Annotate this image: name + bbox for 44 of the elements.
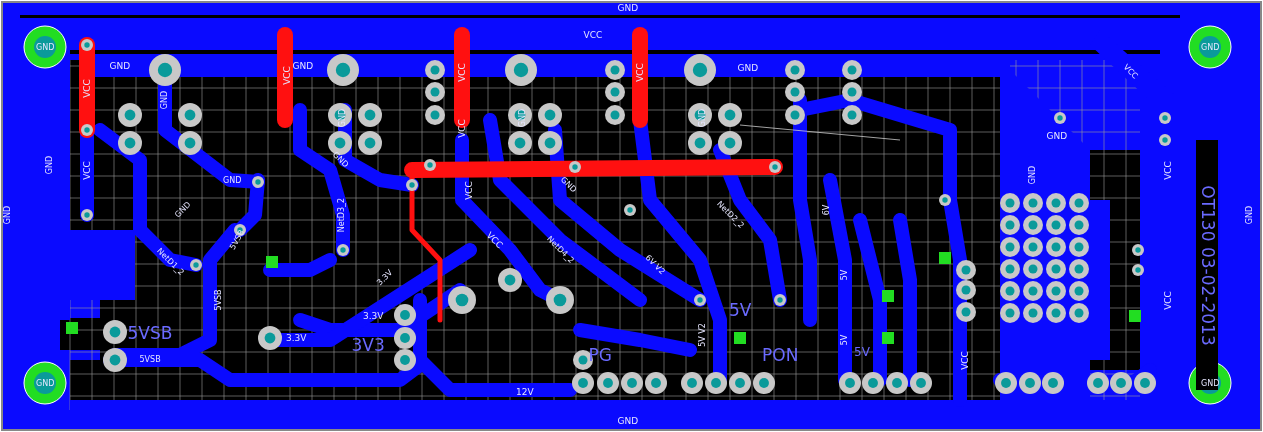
board-id-text: OT130 03-02-2013	[1198, 184, 1216, 346]
net-label: VCC	[1163, 160, 1173, 180]
net-label: VCC	[82, 78, 92, 98]
silkscreen-text: 3V3	[351, 336, 385, 354]
net-label: 5V	[840, 269, 849, 281]
net-label: GND	[4, 205, 13, 225]
net-label: NetD3_2	[338, 197, 347, 233]
hole-label: GND	[36, 44, 55, 52]
net-label: GND	[617, 416, 639, 426]
silkscreen-text: 5V	[729, 301, 752, 319]
silkscreen-text: PON	[762, 346, 799, 364]
net-label: VCC	[464, 180, 474, 200]
net-label: VCC	[583, 30, 603, 40]
net-label: GND	[1246, 205, 1255, 225]
net-label: 5V V2	[698, 323, 707, 347]
net-label: GND	[737, 63, 759, 73]
net-label: 6V V2	[643, 253, 667, 277]
hole-label: GND	[36, 380, 55, 388]
net-label: 5VSB	[214, 289, 223, 311]
net-label: VCC	[635, 62, 645, 82]
net-label: GND	[46, 155, 55, 175]
silkscreen-text: 5VSB	[127, 324, 173, 342]
net-label: VCC	[960, 350, 970, 370]
net-label: GND	[161, 90, 170, 110]
net-label: VCC	[1163, 290, 1173, 310]
net-label: VCC	[457, 62, 467, 82]
net-label: 6V	[822, 204, 831, 216]
silkscreen-text: PG	[588, 346, 612, 364]
net-label: VCC	[457, 118, 467, 138]
net-label: 12V	[516, 387, 534, 397]
net-label: GND	[109, 61, 131, 71]
net-label: 3.3V	[286, 333, 307, 343]
net-label: GND	[617, 3, 639, 13]
net-label: GND	[292, 61, 314, 71]
net-label: GND	[1046, 131, 1068, 141]
silkscreen-text: 5V	[854, 346, 870, 358]
net-label: 5V	[840, 334, 849, 346]
net-label: 5VSB	[139, 356, 161, 364]
hole-label: GND	[1201, 44, 1220, 52]
net-label: GND	[1029, 165, 1038, 185]
net-label: GND	[223, 177, 242, 185]
net-label: VCC	[82, 160, 92, 180]
net-label: VCC	[282, 65, 292, 85]
net-label: 3.3V	[363, 311, 384, 321]
